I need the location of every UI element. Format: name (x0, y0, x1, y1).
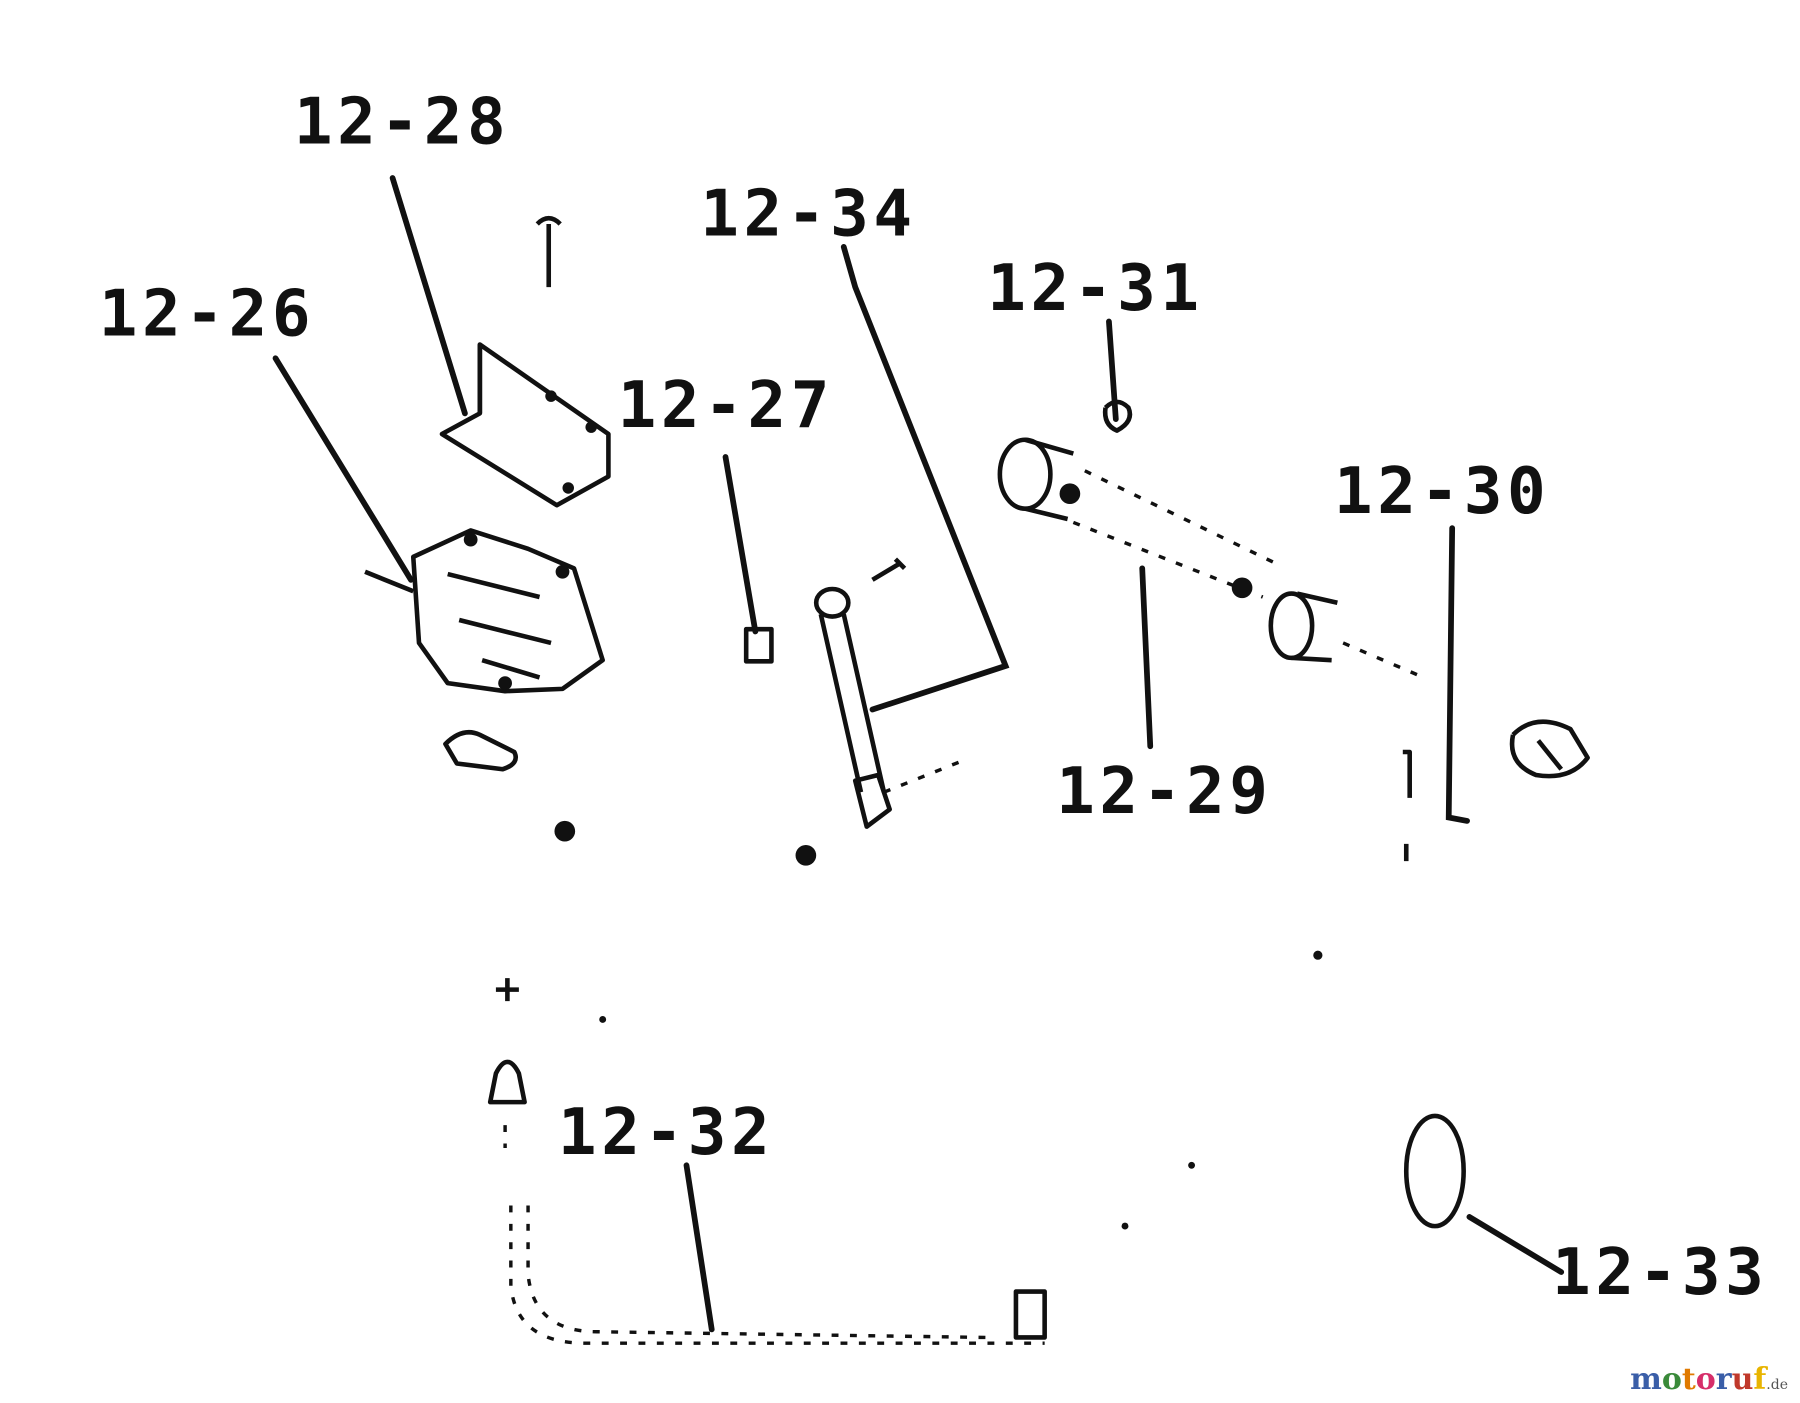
leader-12-29 (1139, 565, 1154, 750)
watermark-letter: t (1681, 1362, 1696, 1397)
watermark-logo: motoruf.de (1630, 1362, 1788, 1397)
leader-12-27 (722, 454, 759, 635)
leader-12-30 (1445, 525, 1470, 824)
watermark-letter: o (1695, 1362, 1716, 1397)
bracket-plate (439, 342, 611, 508)
lever-arm (743, 557, 965, 829)
label-12-27: 12-27 (618, 368, 834, 443)
leader-12-26 (272, 355, 414, 583)
cross-shaft (997, 437, 1425, 679)
cotter-pin (1402, 749, 1412, 862)
leader-12-34 (840, 244, 1010, 713)
nut (554, 820, 576, 842)
end-bushing (1509, 719, 1590, 779)
label-12-34: 12-34 (700, 176, 916, 251)
label-12-31: 12-31 (987, 251, 1203, 326)
watermark-letter: u (1731, 1362, 1754, 1397)
clip (443, 730, 518, 772)
label-12-28: 12-28 (294, 85, 510, 160)
set-screw (1102, 399, 1133, 433)
watermark-letter: o (1661, 1362, 1682, 1397)
valve-body (364, 528, 605, 694)
leader-12-28 (389, 175, 468, 417)
watermark-letter: m (1630, 1362, 1662, 1397)
parts (364, 215, 1590, 1345)
snap-ring (1403, 1113, 1466, 1229)
leader-12-32 (683, 1162, 715, 1333)
watermark-letter: f (1753, 1362, 1767, 1397)
watermark-letter: r (1715, 1362, 1732, 1397)
label-12-29: 12-29 (1056, 754, 1272, 829)
label-12-30: 12-30 (1334, 454, 1550, 529)
nut (795, 844, 817, 866)
screw (535, 215, 562, 288)
label-12-33: 12-33 (1552, 1235, 1768, 1310)
leader-lines (272, 175, 1565, 1333)
label-12-32: 12-32 (558, 1095, 774, 1170)
label-12-26: 12-26 (99, 276, 315, 351)
part-labels: 12-28 12-34 12-26 12-31 12-27 12-30 12-2… (99, 85, 1768, 1310)
leader-12-33 (1466, 1214, 1565, 1275)
bent-rod (487, 978, 1047, 1345)
